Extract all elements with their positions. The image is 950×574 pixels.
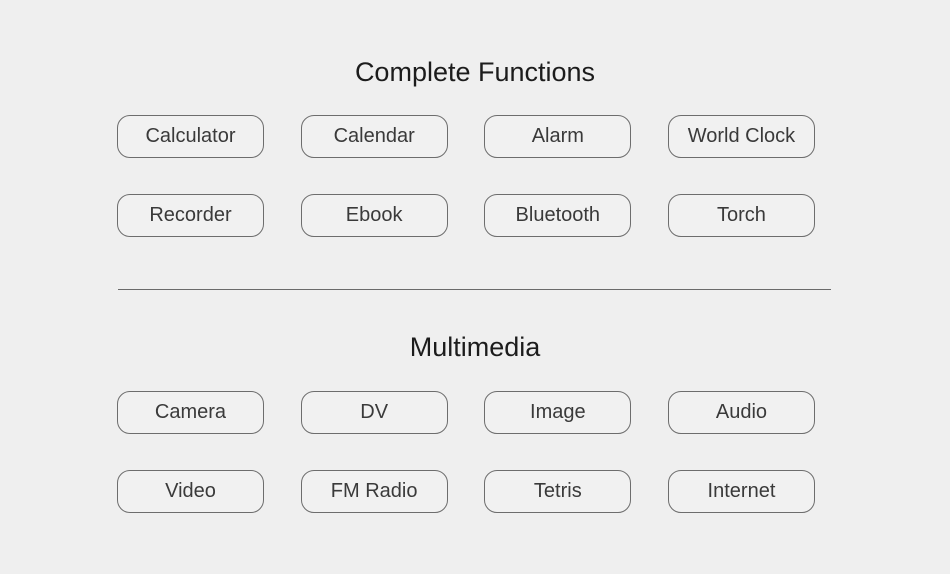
section-divider [118,289,831,290]
section-title-complete-functions: Complete Functions [354,57,596,87]
feature-pill-dv: DV [300,391,448,434]
feature-pill-alarm: Alarm [484,115,632,158]
feature-pill-calendar: Calendar [300,115,448,158]
feature-pill-bluetooth: Bluetooth [484,194,632,237]
feature-pill-image: Image [484,391,632,434]
feature-pill-audio: Audio [667,391,815,434]
feature-pill-fm-radio: FM Radio [300,470,448,513]
feature-pill-torch: Torch [667,194,815,237]
feature-pill-calculator: Calculator [117,115,264,158]
feature-pill-video: Video [117,470,264,513]
feature-pill-recorder: Recorder [117,194,264,237]
feature-pill-camera: Camera [117,391,264,434]
feature-pill-world-clock: World Clock [667,115,815,158]
feature-pill-ebook: Ebook [300,194,448,237]
feature-pill-tetris: Tetris [484,470,632,513]
functions-grid: Calculator Calendar Alarm World Clock Re… [117,115,815,237]
section-title-multimedia: Multimedia [409,332,541,362]
feature-pill-internet: Internet [667,470,815,513]
multimedia-grid: Camera DV Image Audio Video FM Radio Tet… [117,391,815,513]
